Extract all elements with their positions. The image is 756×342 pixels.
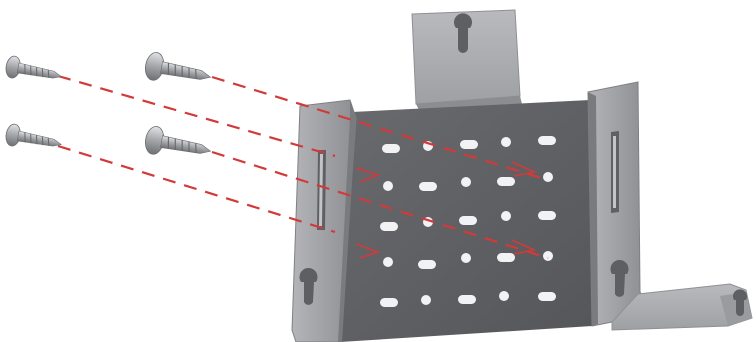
screw-small-top bbox=[5, 55, 62, 79]
bottom-right-foot bbox=[611, 283, 753, 331]
bracket-face bbox=[322, 100, 592, 342]
hole-slot bbox=[538, 136, 556, 145]
screw-shaft bbox=[16, 130, 62, 147]
screw-small-bottom bbox=[5, 123, 62, 147]
right-keyhole bbox=[610, 260, 629, 297]
foot-keyhole bbox=[733, 289, 748, 316]
screw-large-bottom bbox=[145, 126, 212, 155]
arrow-marker bbox=[355, 167, 381, 183]
arrow-marker bbox=[511, 239, 537, 255]
arrow-marker bbox=[511, 161, 537, 177]
hole-round bbox=[383, 257, 393, 267]
hole-round bbox=[461, 253, 471, 263]
hole-slot bbox=[380, 222, 398, 231]
hole-slot bbox=[460, 140, 478, 149]
hole-round bbox=[543, 251, 553, 261]
hole-slot bbox=[382, 144, 400, 153]
hole-slot bbox=[497, 177, 515, 186]
arrow-marker bbox=[355, 243, 381, 259]
hole-round bbox=[383, 181, 393, 191]
hole-slot bbox=[458, 295, 476, 304]
guide-line bbox=[57, 74, 336, 158]
screw-large-top bbox=[145, 52, 212, 81]
left-keyhole bbox=[299, 268, 318, 305]
guide-line bbox=[57, 144, 336, 234]
guide-lines bbox=[57, 74, 549, 260]
hole-slot bbox=[459, 216, 477, 225]
hole-slot bbox=[538, 211, 556, 220]
screw-shaft bbox=[160, 61, 212, 80]
left-flange bbox=[291, 99, 357, 342]
hole-round bbox=[501, 211, 511, 221]
guide-line bbox=[211, 150, 549, 260]
guide-line bbox=[211, 75, 549, 182]
top-tab bbox=[411, 9, 522, 112]
hole-round bbox=[499, 291, 509, 301]
screw-shaft bbox=[16, 62, 62, 79]
hole-round bbox=[543, 172, 553, 182]
insertion-arrows bbox=[355, 161, 537, 259]
hole-slot bbox=[497, 253, 515, 262]
hole-slot bbox=[419, 182, 437, 191]
hole-slot bbox=[418, 260, 436, 269]
keyhole-slot bbox=[454, 13, 472, 54]
hole-slot bbox=[538, 292, 556, 301]
hole-round bbox=[461, 177, 471, 187]
right-flange bbox=[587, 81, 646, 327]
hole-slot bbox=[380, 298, 398, 307]
hole-round bbox=[501, 137, 511, 147]
hole-round bbox=[421, 295, 431, 305]
bracket bbox=[291, 9, 753, 342]
screw-shaft bbox=[160, 135, 212, 154]
